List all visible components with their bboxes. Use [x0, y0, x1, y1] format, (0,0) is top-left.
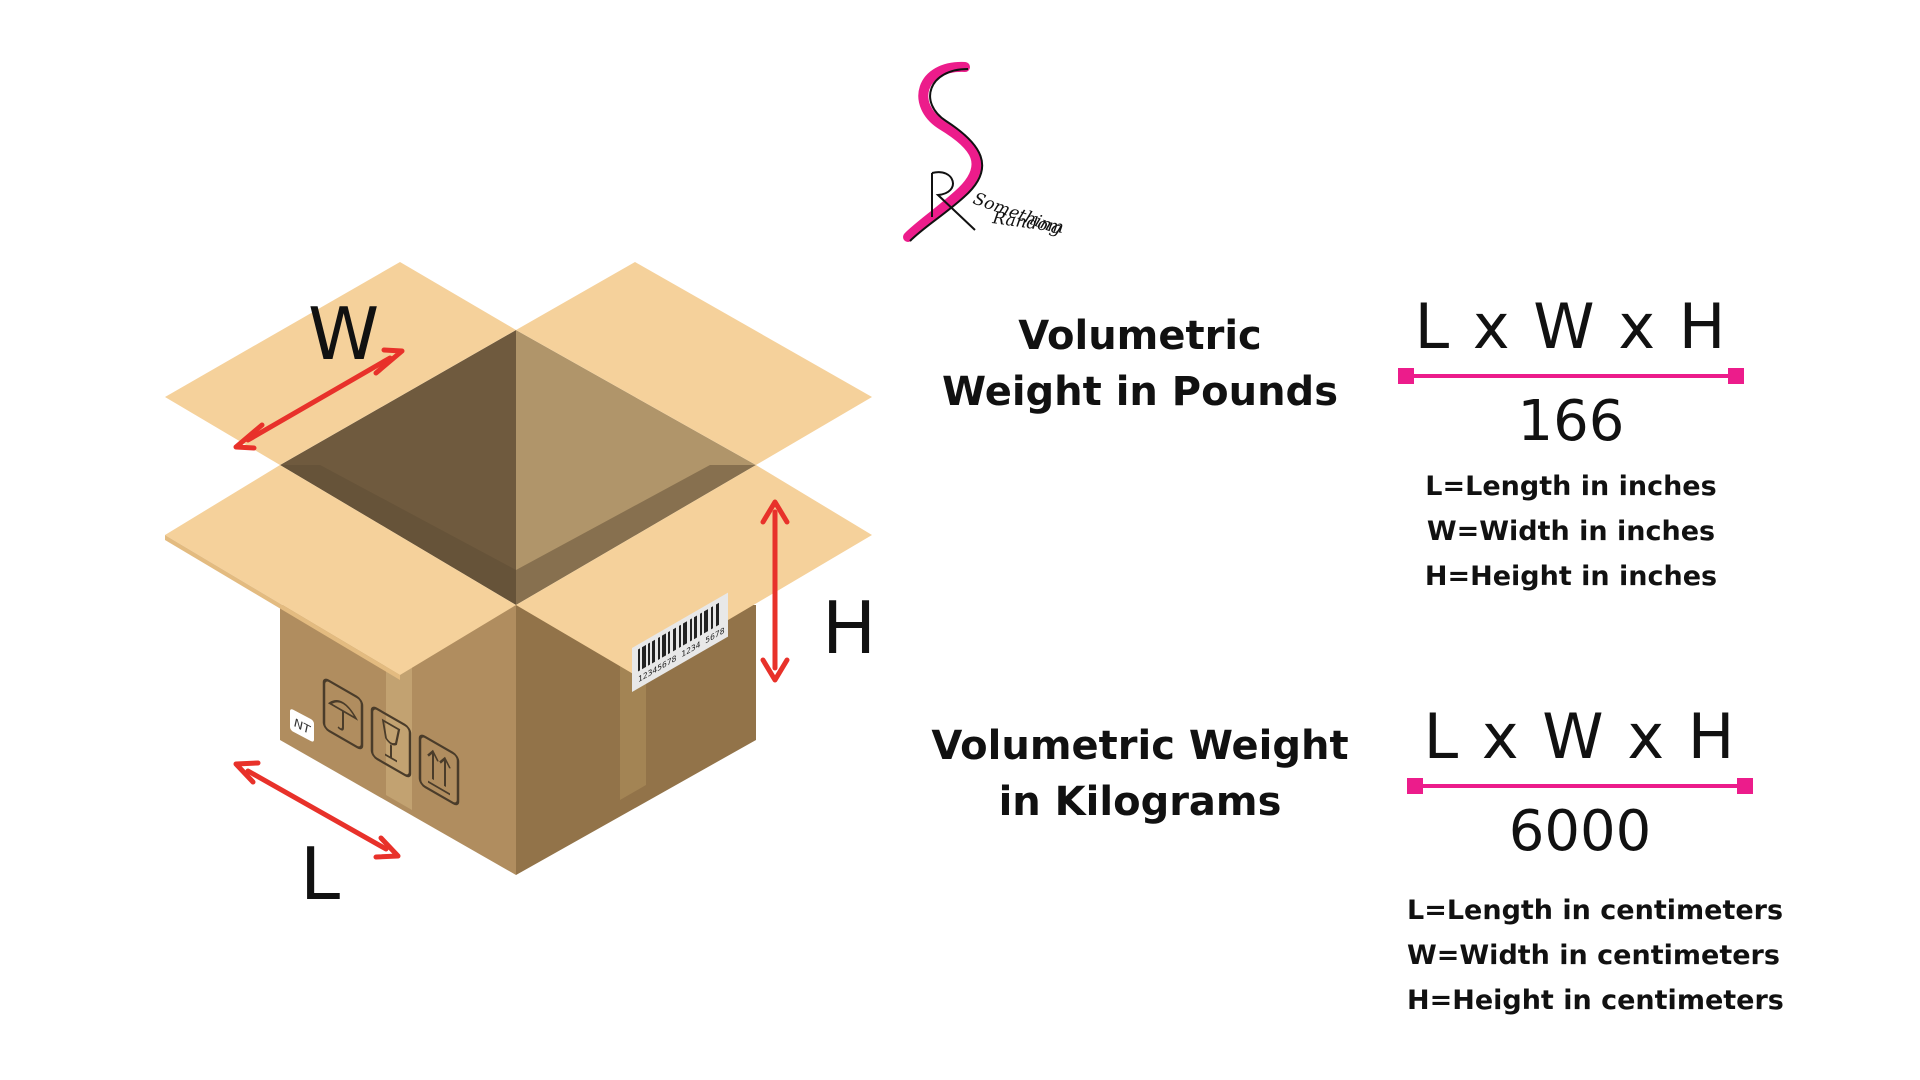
width-arrow	[233, 347, 405, 451]
kilograms-title-line2: in Kilograms	[998, 779, 1282, 825]
this-way-up-arrows-icon	[418, 734, 460, 806]
kilograms-title-line1: Volumetric Weight	[931, 723, 1349, 769]
box-interior-floor-shadow	[280, 465, 756, 605]
kilograms-formula: L x W x H 6000 L=Length in centimeters W…	[1407, 700, 1784, 1023]
pounds-title-line2: Weight in Pounds	[942, 369, 1338, 415]
kilograms-numerator: L x W x H	[1423, 700, 1737, 773]
length-label: L	[300, 832, 341, 916]
kilograms-legend-height: H=Height in centimeters	[1407, 985, 1784, 1016]
pounds-denominator: 166	[1517, 389, 1625, 454]
box-flap-front-left-edge	[165, 535, 400, 680]
nt-stamp: NT	[290, 709, 314, 742]
box-interior-back-right	[516, 330, 756, 605]
box-flap-back-left	[165, 262, 516, 465]
something-random-logo: Something Random	[903, 61, 1065, 242]
pounds-formula: L x W x H 166 L=Length in inches W=Width…	[1398, 296, 1744, 599]
logo-text-random: Random	[990, 208, 1065, 238]
pounds-legend-height: H=Height in inches	[1424, 561, 1718, 592]
pounds-legend: L=Length in inches W=Width in inches H=H…	[1398, 464, 1744, 599]
kilograms-legend: L=Length in centimeters W=Width in centi…	[1407, 888, 1784, 1023]
kilograms-formula-title: Volumetric Weight in Kilograms	[930, 718, 1350, 830]
box-interior-back-left	[280, 330, 516, 605]
open-cardboard-box: 12345678 1234 5678 NT	[165, 262, 872, 875]
pounds-legend-width: W=Width in inches	[1426, 516, 1716, 547]
pounds-title-line1: Volumetric	[1018, 313, 1262, 359]
kilograms-legend-width: W=Width in centimeters	[1407, 940, 1780, 971]
logo-s-shadow	[909, 68, 984, 242]
width-label: W	[308, 292, 380, 376]
fragile-glass-icon	[370, 706, 412, 778]
box-flap-back-right	[516, 262, 872, 465]
pounds-fraction-bar	[1398, 368, 1744, 384]
kilograms-legend-length: L=Length in centimeters	[1407, 895, 1784, 926]
pounds-formula-title: Volumetric Weight in Pounds	[930, 308, 1350, 420]
logo-r-stroke	[931, 171, 976, 231]
height-label: H	[822, 586, 877, 670]
kilograms-denominator: 6000	[1508, 799, 1652, 864]
logo-s-swirl	[903, 61, 982, 242]
pounds-numerator: L x W x H	[1414, 290, 1728, 363]
box-flap-front-left	[165, 465, 516, 675]
height-arrow	[760, 499, 790, 683]
pounds-legend-length: L=Length in inches	[1425, 471, 1717, 502]
keep-dry-umbrella-icon	[322, 678, 364, 750]
length-arrow	[233, 760, 401, 860]
kilograms-fraction-bar	[1407, 778, 1753, 794]
